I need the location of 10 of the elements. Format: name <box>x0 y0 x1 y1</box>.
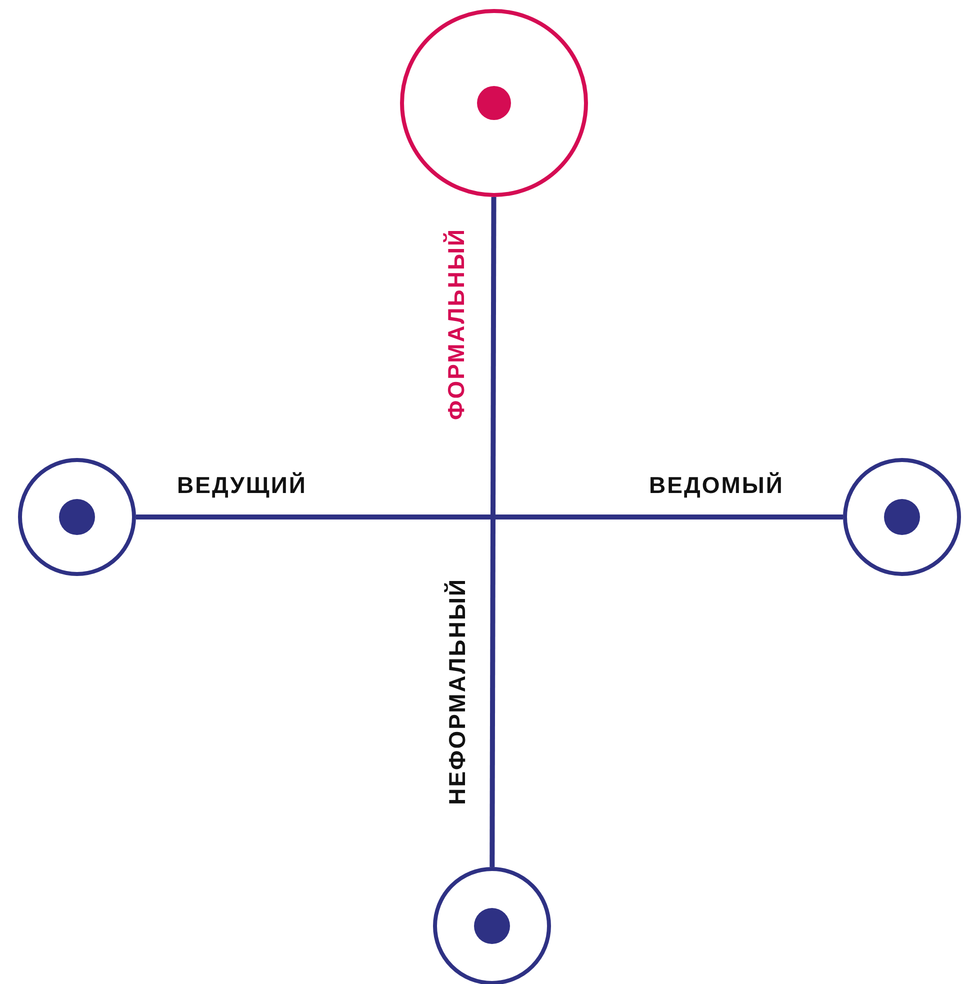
axis-label: ВЕДУЩИЙ <box>177 474 307 497</box>
ring-node <box>17 457 137 577</box>
connector-line <box>490 197 496 867</box>
ring-node <box>432 866 552 984</box>
ring-node <box>842 457 962 577</box>
connector-line <box>136 514 843 520</box>
axis-label: ФОРМАЛЬНЫЙ <box>445 228 468 420</box>
axis-label: ВЕДОМЫЙ <box>649 474 784 497</box>
ring-node <box>399 8 589 198</box>
axis-label: НЕФОРМАЛЬНЫЙ <box>446 578 469 805</box>
